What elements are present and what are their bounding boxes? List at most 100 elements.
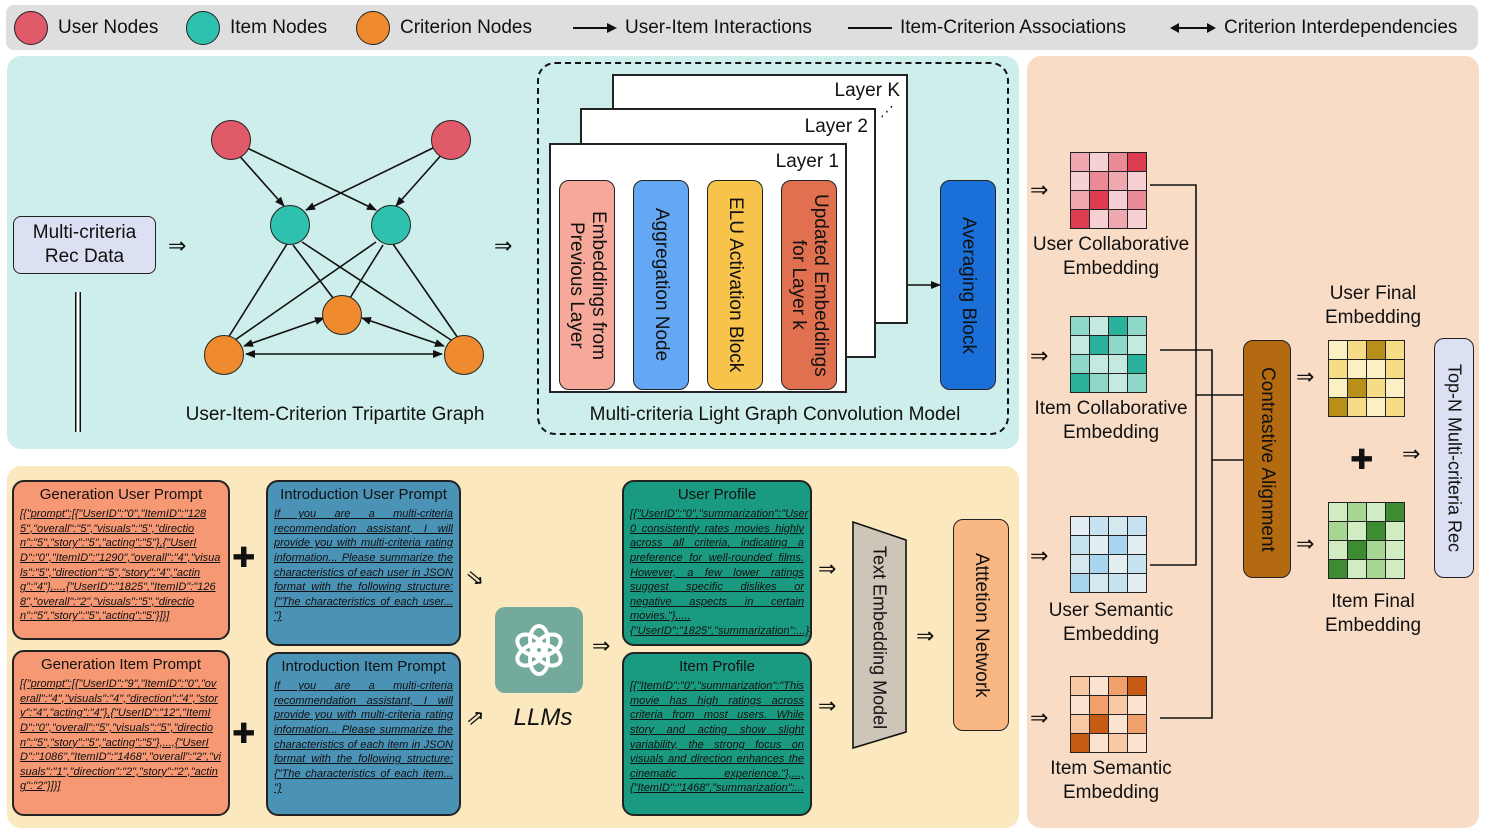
user-sem-matrix — [1070, 516, 1147, 593]
legend-item-criterion: Item-Criterion Associations — [846, 5, 1126, 50]
hollow-arrow-icon: ⇒ — [1296, 364, 1315, 389]
item-sem-text: Item Semantic Embedding — [1050, 758, 1172, 803]
layer-k-label: Layer K — [834, 80, 900, 101]
user-profile: User Profile [{"UserID":"0","summarizati… — [622, 480, 812, 646]
top-n-rec: Top-N Multi-criteria Rec — [1434, 338, 1474, 578]
intro-item-prompt-title: Introduction Item Prompt — [281, 658, 446, 675]
text-embedding-shape — [852, 520, 907, 750]
intro-item-prompt: Introduction Item Prompt If you are a mu… — [266, 652, 461, 816]
item-sem-label: Item Semantic Embedding — [1030, 757, 1192, 805]
arrow-right-icon — [573, 22, 617, 33]
line-icon — [848, 26, 892, 29]
llm-label: LLMs — [513, 704, 573, 731]
text-embedding-label: Text Embedding Model — [869, 546, 890, 730]
item-node — [270, 205, 310, 245]
layer-2-label: Layer 2 — [804, 116, 868, 137]
hollow-arrow-icon: ⇒ — [818, 556, 837, 581]
hollow-arrow-icon: ⇒ — [1030, 177, 1049, 202]
user-collab-label: User Collaborative Embedding — [1026, 233, 1196, 281]
legend-criterion-nodes-label: Criterion Nodes — [400, 16, 532, 38]
item-profile-title: Item Profile — [679, 658, 755, 675]
user-node-swatch — [14, 10, 48, 45]
text-embedding-model: Text Embedding Model — [856, 540, 902, 736]
legend-user-nodes: User Nodes — [14, 5, 158, 50]
item-node-swatch — [186, 10, 220, 45]
criterion-node — [444, 335, 484, 375]
ellipsis-icon: ⋰ — [880, 103, 894, 119]
averaging-block: Averaging Block — [940, 180, 996, 390]
user-node — [211, 120, 251, 160]
item-collab-label: Item Collaborative Embedding — [1022, 397, 1200, 445]
top-n-label: Top-N Multi-criteria Rec — [1444, 363, 1465, 553]
hollow-arrow-icon: ⇒ — [818, 693, 837, 718]
intro-user-prompt: Introduction User Prompt If you are a mu… — [266, 480, 461, 646]
item-collab-text: Item Collaborative Embedding — [1034, 398, 1188, 443]
plus-icon: ✚ — [232, 718, 256, 749]
user-collab-text: User Collaborative Embedding — [1032, 234, 1190, 279]
gcn-caption: Multi-criteria Light Graph Convolution M… — [589, 404, 961, 425]
legend-criterion-inter-label: Criterion Interdependencies — [1224, 16, 1458, 38]
hollow-arrow-icon: ⇒ — [1030, 343, 1049, 368]
item-profile-body: [{"ItemID":"0","summarization":"This mov… — [630, 680, 805, 795]
rec-data-box: Multi-criteria Rec Data — [13, 216, 156, 274]
averaging-label: Averaging Block — [957, 216, 979, 354]
item-sem-matrix — [1070, 676, 1147, 753]
contrastive-label: Contrastive Alignment — [1256, 366, 1278, 552]
item-final-text: Item Final Embedding — [1324, 591, 1422, 636]
gen-user-prompt-title: Generation User Prompt — [39, 486, 203, 503]
hollow-arrow-icon: ⇒ — [1296, 531, 1315, 556]
legend-user-nodes-label: User Nodes — [58, 16, 159, 38]
attention-network: Atttetion Network — [953, 519, 1009, 731]
contrastive-alignment: Contrastive Alignment — [1243, 340, 1291, 578]
plus-icon: ✚ — [1350, 444, 1374, 475]
hollow-arrow-icon: ⇒ — [916, 623, 935, 648]
hollow-arrow-icon: ⇒ — [592, 633, 611, 658]
criterion-node — [204, 335, 244, 375]
gen-item-prompt-title: Generation Item Prompt — [40, 656, 202, 673]
user-final-label: User Final Embedding — [1298, 282, 1448, 330]
item-collab-matrix — [1070, 316, 1147, 393]
item-node — [371, 205, 411, 245]
intro-item-prompt-body: If you are a multi-criteria recommendati… — [274, 680, 453, 795]
gen-item-prompt-body: [{"prompt":[{"UserID":"9","ItemID":"0","… — [20, 678, 221, 793]
hollow-arrow-icon: ⇒ — [1402, 441, 1421, 466]
user-sem-label: User Semantic Embedding — [1030, 599, 1192, 647]
elu-label: ELU Activation Block — [724, 197, 746, 373]
user-node — [431, 120, 471, 160]
criterion-node — [322, 295, 362, 335]
updated-embeddings-label: Updated Embeddings for Layer k — [788, 193, 831, 377]
legend-user-item-label: User-Item Interactions — [625, 16, 812, 38]
gen-item-prompt: Generation Item Prompt [{"prompt":[{"Use… — [12, 650, 230, 816]
prev-embeddings-label: Embeddings from Previous Layer — [566, 210, 609, 360]
graph-caption: User-Item-Criterion Tripartite Graph — [185, 404, 485, 425]
legend-item-nodes-label: Item Nodes — [230, 16, 328, 38]
legend-user-item: User-Item Interactions — [571, 5, 812, 50]
hollow-arrow-icon: ⇒ — [494, 233, 513, 258]
legend-bar: User Nodes Item Nodes Criterion Nodes Us… — [6, 5, 1478, 50]
double-arrow-icon — [1170, 22, 1216, 33]
gcn-model-frame — [537, 62, 1009, 435]
layer-1-label: Layer 1 — [775, 151, 839, 172]
elu-block: ELU Activation Block — [707, 180, 763, 390]
llm-logo-icon — [495, 607, 583, 693]
user-profile-body: [{"UserID":"0","summarization":"User 0 c… — [630, 508, 812, 637]
hollow-arrow-icon: ⇒ — [1030, 705, 1049, 730]
aggregation-label: Aggregation Node — [650, 208, 672, 362]
user-profile-title: User Profile — [677, 486, 757, 503]
plus-icon: ✚ — [232, 542, 256, 573]
legend-item-criterion-label: Item-Criterion Associations — [900, 16, 1126, 38]
user-final-matrix — [1328, 340, 1405, 417]
item-final-label: Item Final Embedding — [1298, 590, 1448, 638]
updated-embeddings-block: Updated Embeddings for Layer k — [781, 180, 837, 390]
legend-item-nodes: Item Nodes — [186, 5, 327, 50]
user-final-text: User Final Embedding — [1324, 283, 1422, 328]
intro-user-prompt-title: Introduction User Prompt — [280, 486, 447, 503]
legend-criterion-nodes: Criterion Nodes — [356, 5, 532, 50]
hollow-arrow-icon: ⇒ — [1030, 543, 1049, 568]
item-profile: Item Profile [{"ItemID":"0","summarizati… — [622, 652, 812, 816]
intro-user-prompt-body: If you are a multi-criteria recommendati… — [274, 508, 453, 623]
aggregation-block: Aggregation Node — [633, 180, 689, 390]
user-collab-matrix — [1070, 152, 1147, 229]
legend-criterion-inter: Criterion Interdependencies — [1168, 5, 1457, 50]
